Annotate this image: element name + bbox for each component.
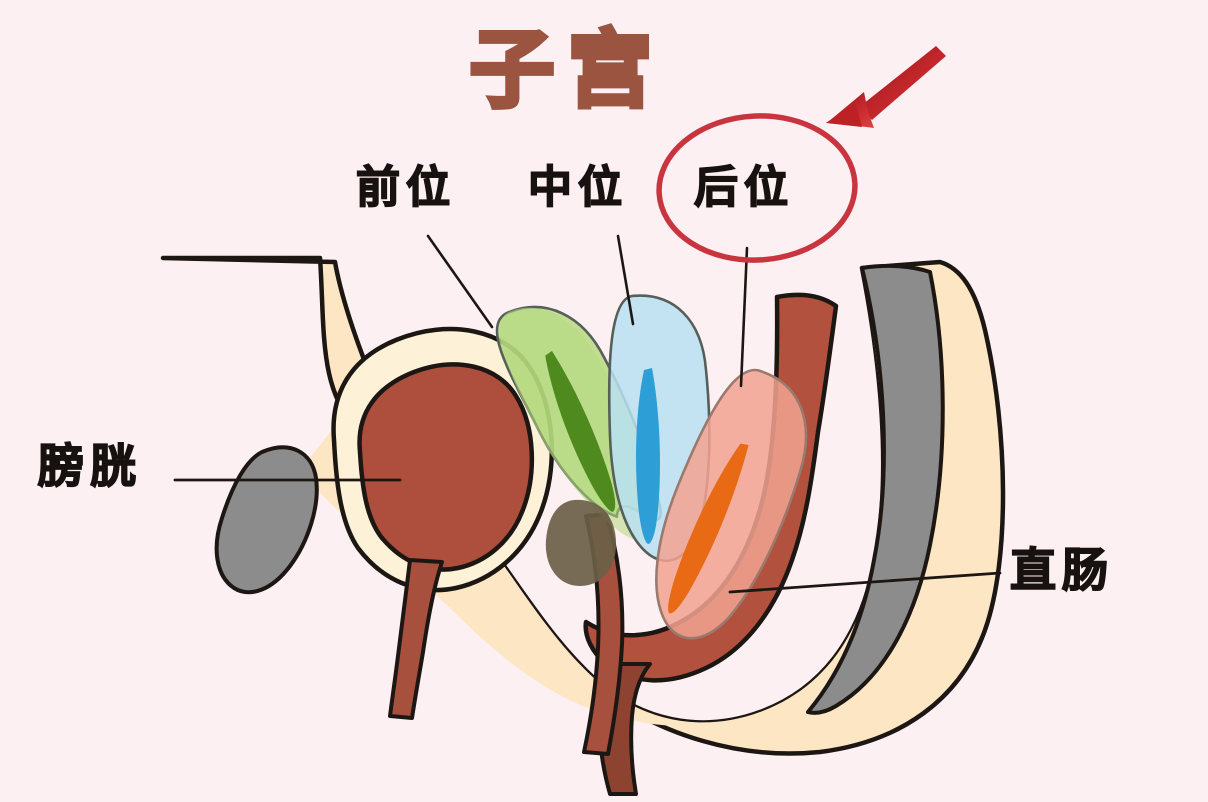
label-retroverted: 后位 [693, 163, 794, 212]
leader-lines-organs [173, 478, 1002, 594]
bladder [357, 362, 535, 720]
leader-mid [616, 234, 635, 326]
label-rectum: 直肠 [1009, 544, 1114, 596]
leader-rectum [728, 571, 1002, 594]
highlight-circle [656, 113, 858, 263]
leader-retroverted [739, 246, 749, 388]
page-title: 子宫 [467, 23, 667, 117]
uterus-retroverted [655, 368, 808, 640]
red-pointer-arrow [826, 46, 946, 128]
pubic-bone [214, 445, 319, 595]
cervix [545, 499, 616, 586]
label-bladder: 膀胱 [37, 440, 142, 492]
label-anteverted: 前位 [355, 163, 456, 212]
label-mid-position: 中位 [527, 163, 628, 212]
sacrum-coccyx-bone [806, 263, 945, 715]
vaginal-canal [582, 512, 625, 756]
leader-anteverted [426, 234, 494, 329]
leader-lines-uterus [426, 234, 749, 388]
pelvic-floor-tissue [300, 268, 933, 727]
